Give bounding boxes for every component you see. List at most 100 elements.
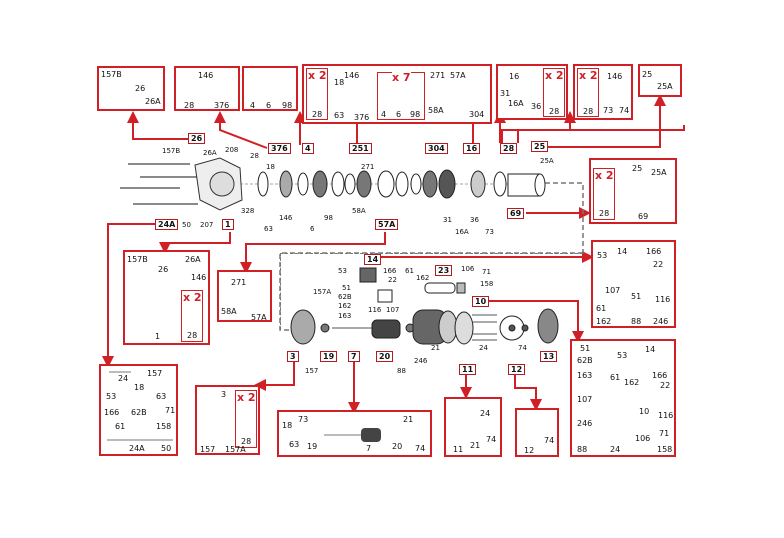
part-label: 16 bbox=[509, 72, 520, 81]
multiplier-group-28: x 2 28 bbox=[235, 390, 257, 448]
part-label: 62B bbox=[131, 408, 147, 417]
part-label: 28 bbox=[599, 209, 610, 218]
callout-23[interactable]: 23 bbox=[435, 265, 453, 276]
part-label: 50 bbox=[161, 444, 172, 453]
part-label: 157B bbox=[162, 147, 181, 155]
callout-251[interactable]: 251 bbox=[349, 143, 372, 154]
part-label: 246 bbox=[653, 317, 669, 326]
part-label: 74 bbox=[619, 106, 630, 115]
part-label: 24 bbox=[610, 445, 621, 454]
detail-box-4: 4 6 98 bbox=[242, 66, 298, 111]
part-label: 22 bbox=[660, 381, 671, 390]
callout-11[interactable]: 11 bbox=[459, 364, 477, 375]
part-label: 246 bbox=[414, 357, 428, 365]
multiplier-x2: x 2 bbox=[579, 69, 598, 82]
callout-13[interactable]: 13 bbox=[540, 351, 558, 362]
multiplier-x2: x 2 bbox=[595, 169, 614, 182]
part-label: 157 bbox=[147, 369, 163, 378]
part-label: 25A bbox=[651, 168, 667, 177]
detail-box-16: 16 31 16A 36 x 2 28 bbox=[496, 64, 568, 120]
callout-24A[interactable]: 24A bbox=[155, 219, 179, 230]
part-label: 166 bbox=[104, 408, 120, 417]
part-label: 208 bbox=[225, 146, 239, 154]
motor-assembly-region bbox=[280, 253, 583, 330]
callout-4[interactable]: 4 bbox=[302, 143, 314, 154]
callout-57A[interactable]: 57A bbox=[375, 219, 399, 230]
callout-26[interactable]: 26 bbox=[188, 133, 206, 144]
part-label: 24 bbox=[479, 344, 488, 352]
part-label: 50 bbox=[182, 221, 191, 229]
detail-box-251: x 2 28 18 146 63 376 x 7 4 6 98 271 57A … bbox=[302, 64, 492, 124]
part-label: 21 bbox=[403, 415, 414, 424]
multiplier-x2: x 2 bbox=[237, 391, 256, 404]
part-label: 28 bbox=[583, 107, 594, 116]
part-label: 63 bbox=[156, 392, 167, 401]
part-label: 31 bbox=[443, 216, 452, 224]
part-label: 18 bbox=[266, 163, 275, 171]
part-label: 116 bbox=[368, 306, 382, 314]
leader-3 bbox=[254, 360, 295, 391]
part-label: 21 bbox=[470, 441, 481, 450]
part-label: 61 bbox=[596, 304, 607, 313]
detail-box-12: 12 74 bbox=[515, 408, 559, 457]
part-label: 10 bbox=[639, 407, 650, 416]
callout-14[interactable]: 14 bbox=[364, 254, 382, 265]
part-label: 57A bbox=[251, 313, 267, 322]
callout-304[interactable]: 304 bbox=[425, 143, 448, 154]
part-label: 304 bbox=[469, 110, 485, 119]
part-label: 4 bbox=[250, 101, 256, 110]
part-label: 12 bbox=[524, 446, 535, 455]
detail-box-11: 24 11 21 74 bbox=[444, 397, 502, 457]
callout-25[interactable]: 25 bbox=[531, 141, 549, 152]
detail-box-28: x 2 28 146 73 74 bbox=[573, 64, 633, 120]
part-label: 19 bbox=[307, 442, 318, 451]
callout-19[interactable]: 19 bbox=[320, 351, 338, 362]
callout-1[interactable]: 1 bbox=[222, 219, 234, 230]
part-label: 69 bbox=[638, 212, 649, 221]
part-label: 88 bbox=[577, 445, 588, 454]
part-label: 71 bbox=[165, 406, 176, 415]
part-label: 31 bbox=[500, 89, 511, 98]
part-label: 146 bbox=[607, 72, 623, 81]
part-label: 157 bbox=[200, 445, 216, 454]
multiplier-x7: x 7 bbox=[392, 71, 411, 84]
part-label: 162 bbox=[624, 378, 640, 387]
part-label: 98 bbox=[410, 110, 421, 119]
part-label: 157B bbox=[127, 255, 148, 264]
part-label: 158 bbox=[657, 445, 673, 454]
callout-28[interactable]: 28 bbox=[500, 143, 518, 154]
part-label: 58A bbox=[352, 207, 366, 215]
detail-box-26: 157B 26 26A bbox=[97, 66, 165, 111]
callout-16[interactable]: 16 bbox=[463, 143, 481, 154]
callout-376[interactable]: 376 bbox=[268, 143, 291, 154]
rod-sketch bbox=[107, 371, 173, 441]
detail-box-14: 53 14 166 22 107 51 116 61 162 88 246 bbox=[591, 240, 676, 328]
leader-28 bbox=[517, 111, 576, 143]
multiplier-x2: x 2 bbox=[308, 69, 327, 82]
callout-3[interactable]: 3 bbox=[287, 351, 299, 362]
part-label: 28 bbox=[312, 110, 323, 119]
part-label: 7 bbox=[366, 444, 372, 453]
part-label: 58A bbox=[221, 307, 237, 316]
part-label: 62B bbox=[338, 293, 352, 301]
callout-12[interactable]: 12 bbox=[508, 364, 526, 375]
callout-20[interactable]: 20 bbox=[376, 351, 394, 362]
part-label: 166 bbox=[646, 247, 662, 256]
part-label: 6 bbox=[266, 101, 272, 110]
part-label: 18 bbox=[334, 78, 345, 87]
leader-376 bbox=[214, 111, 268, 149]
part-label: 71 bbox=[482, 268, 491, 276]
callout-10[interactable]: 10 bbox=[472, 296, 490, 307]
part-label: 74 bbox=[518, 344, 527, 352]
callout-7[interactable]: 7 bbox=[348, 351, 360, 362]
callout-69[interactable]: 69 bbox=[507, 208, 525, 219]
part-label: 162 bbox=[338, 302, 352, 310]
multiplier-group-impeller: x 7 4 6 98 bbox=[377, 72, 425, 120]
multiplier-group-28: x 2 28 bbox=[577, 68, 599, 117]
part-label: 271 bbox=[361, 163, 375, 171]
part-label: 28 bbox=[250, 152, 259, 160]
part-label: 25 bbox=[642, 70, 653, 79]
multiplier-group-28: x 2 28 bbox=[593, 168, 615, 220]
part-label: 11 bbox=[453, 445, 464, 454]
